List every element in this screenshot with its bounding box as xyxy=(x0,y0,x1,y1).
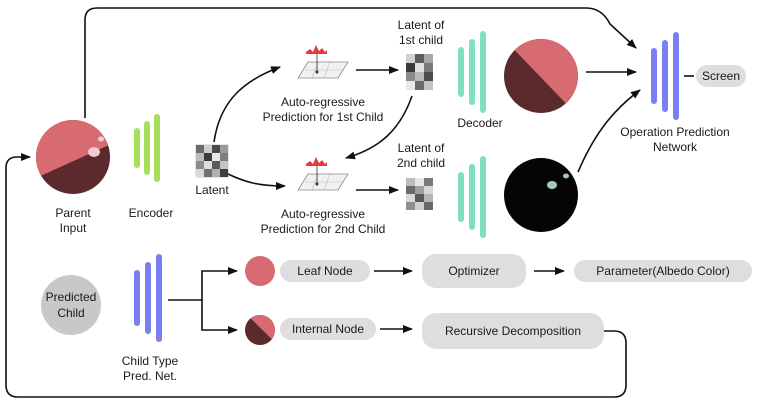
arrow-latent-to-ar-first xyxy=(213,66,281,143)
decoded-second-child-sphere xyxy=(504,158,578,232)
child-type-network-icon xyxy=(134,254,162,342)
arrow-child-type-to-leaf xyxy=(168,267,238,301)
decoder-network-icon-top xyxy=(458,31,486,113)
optimizer-pill: Optimizer xyxy=(422,254,526,288)
operation-prediction-network-icon xyxy=(651,32,679,120)
arrow-sphere-second-to-op-net xyxy=(577,89,641,173)
screen-pill: Screen xyxy=(696,65,746,87)
internal-node-pill: Internal Node xyxy=(280,318,376,340)
parameter-albedo-pill: Parameter(Albedo Color) xyxy=(574,260,752,282)
arrow-child-type-to-internal xyxy=(201,300,238,334)
latent-second-child-grid xyxy=(406,178,433,210)
decoded-first-child-sphere xyxy=(504,39,578,113)
predicted-child-circle: Predicted Child xyxy=(41,275,101,335)
latent-label: Latent xyxy=(195,183,229,197)
parent-input-sphere xyxy=(36,120,110,194)
internal-node-sphere xyxy=(245,315,275,345)
child-type-net-label: Child Type Pred. Net. xyxy=(121,354,179,383)
arrow-parent-to-op-net xyxy=(84,7,637,118)
predicted-child-label: Predicted Child xyxy=(45,290,97,320)
autoregressive-plot-icon-2nd xyxy=(297,157,349,191)
decoder-network-icon-bottom xyxy=(458,156,486,238)
decoder-label: Decoder xyxy=(457,116,503,130)
autoregressive-plot-icon-1st xyxy=(297,45,349,79)
operation-network-label: Operation Prediction Network xyxy=(620,125,730,154)
latent-first-label: Latent of 1st child xyxy=(397,18,445,47)
encoder-network-icon xyxy=(134,114,160,182)
arrow-recursive-loop-to-parent xyxy=(5,153,627,398)
ar-second-label: Auto-regressive Prediction for 2nd Child xyxy=(260,207,386,236)
leaf-node-sphere xyxy=(245,256,275,286)
parent-input-label: Parent Input xyxy=(55,206,91,235)
recursive-decomposition-pill: Recursive Decomposition xyxy=(422,313,604,349)
latent-first-child-grid xyxy=(406,54,433,90)
encoder-label: Encoder xyxy=(128,206,174,220)
ar-first-label: Auto-regressive Prediction for 1st Child xyxy=(262,95,384,124)
latent-grid xyxy=(195,144,229,178)
arrow-latent-to-ar-second xyxy=(227,173,286,190)
arrow-latent-first-to-ar-second xyxy=(345,95,413,160)
latent-second-label: Latent of 2nd child xyxy=(396,141,446,170)
leaf-node-pill: Leaf Node xyxy=(280,260,370,282)
